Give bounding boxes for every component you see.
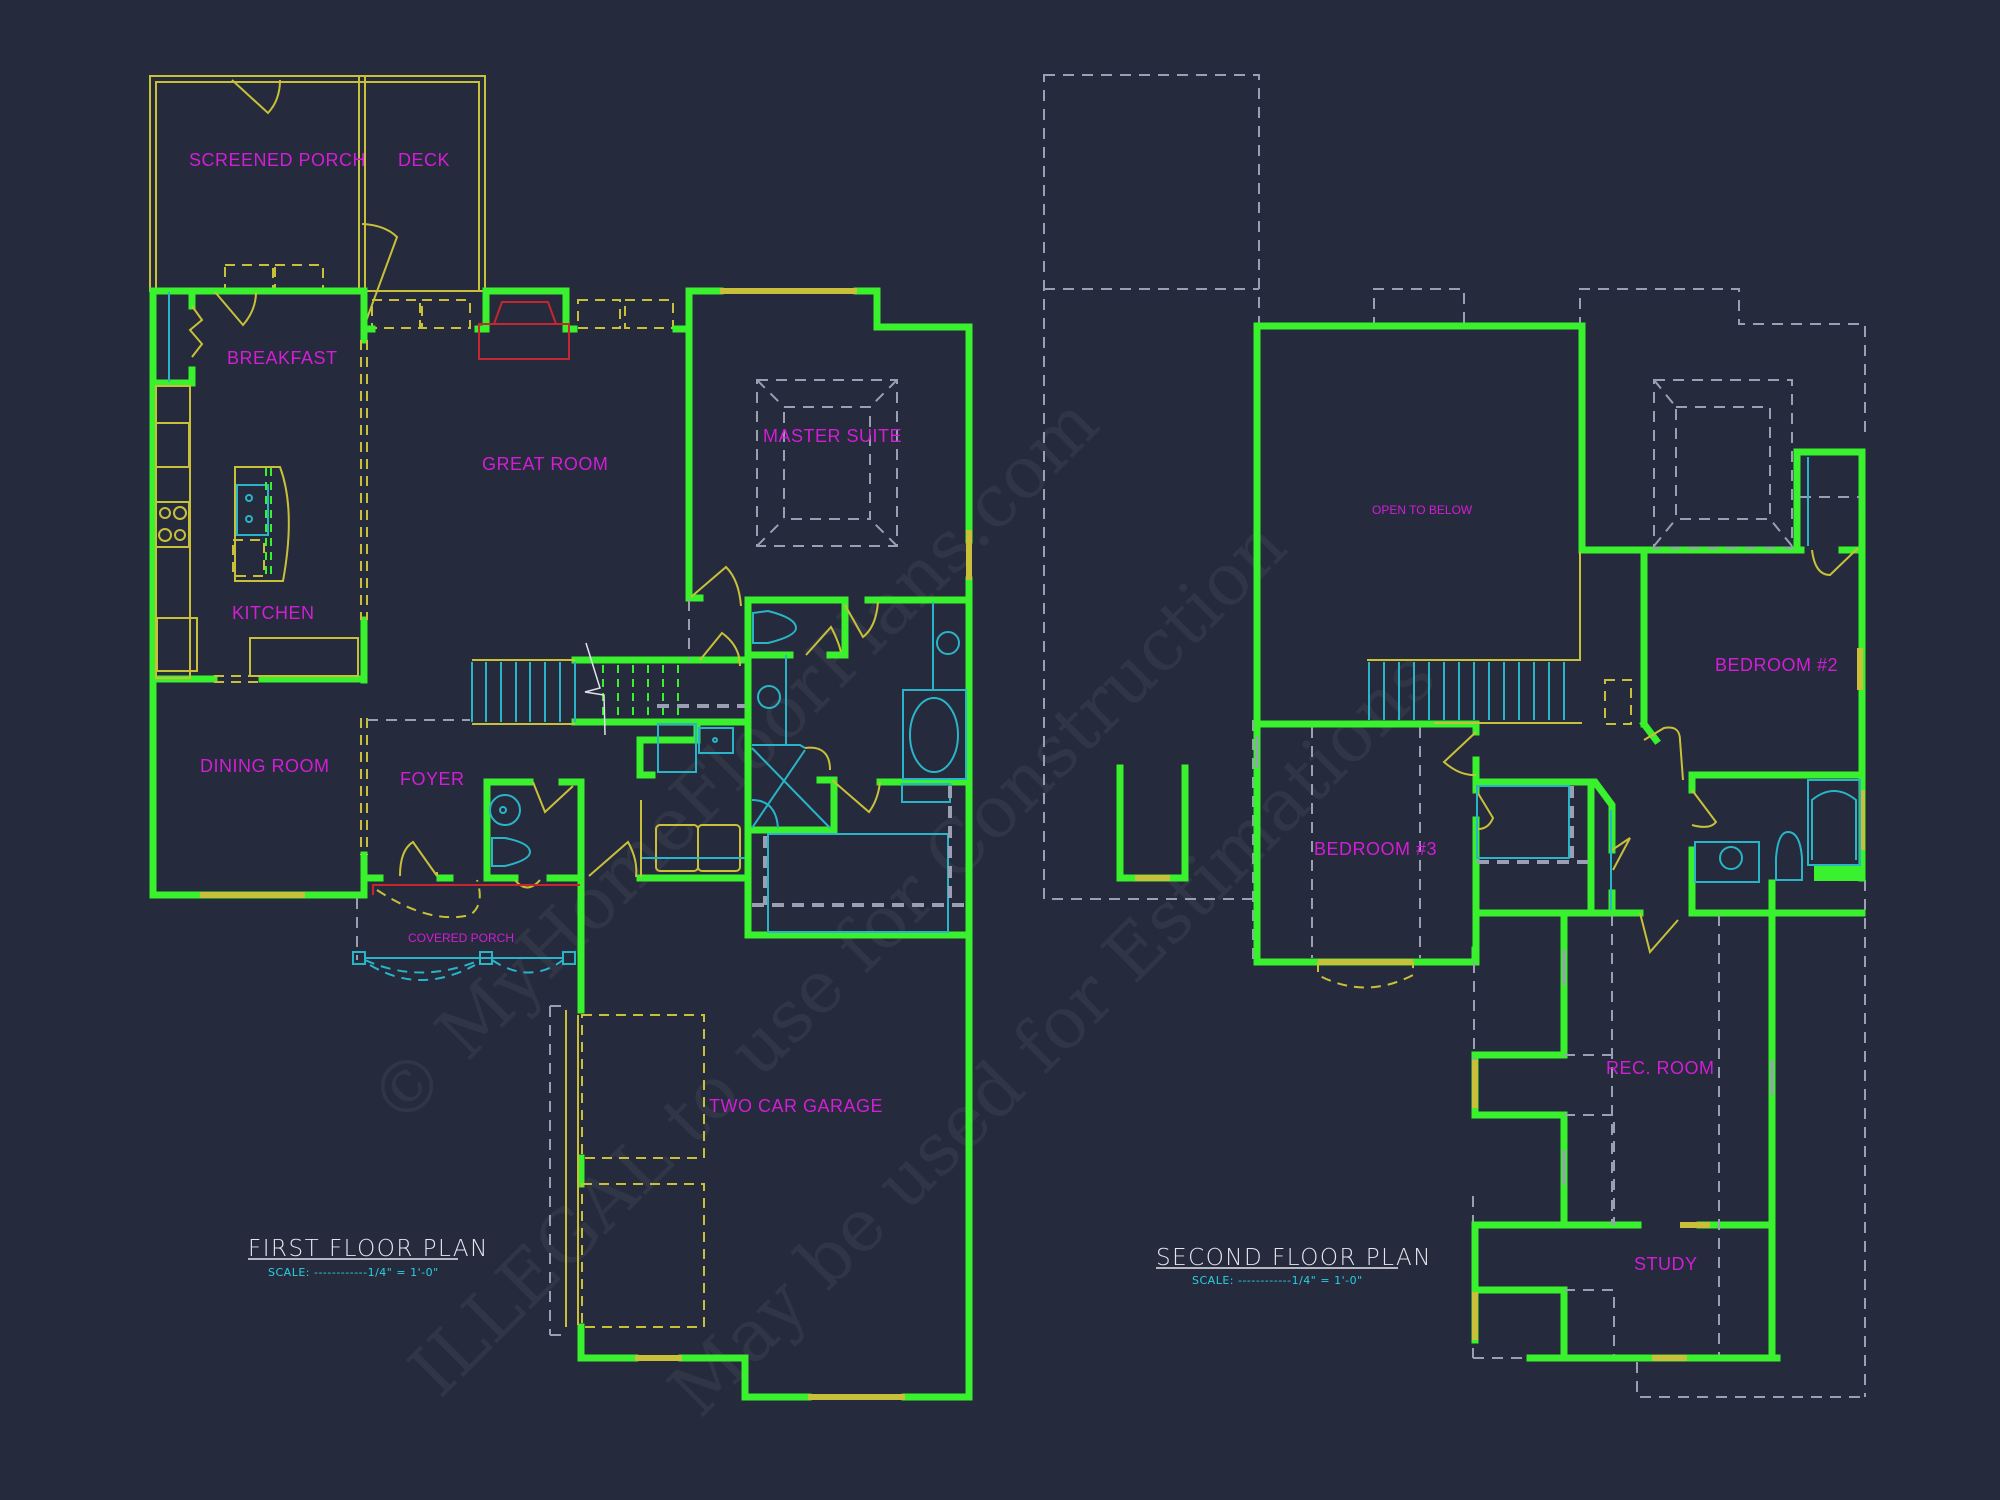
fireplace-icon	[478, 301, 570, 360]
second-floor-windows	[1255, 648, 1865, 1361]
toilet-icon	[491, 837, 532, 867]
kitchen-island	[234, 466, 290, 582]
room-label-deck: DECK	[398, 150, 450, 170]
sink-icon	[1719, 846, 1743, 870]
bedroom-3-dashed	[1311, 727, 1720, 1355]
door-swing-icon	[231, 79, 281, 115]
master-tray-ceiling	[756, 379, 898, 547]
second-floor-plan: OPEN TO BELOW BEDROOM #2 BEDROOM #3 REC.…	[1043, 74, 1866, 1398]
room-label-study: STUDY	[1634, 1254, 1698, 1274]
second-floor-stair	[1367, 552, 1632, 725]
bathtub-icon	[1807, 779, 1861, 866]
room-label-screened-porch: SCREENED PORCH	[189, 150, 366, 170]
first-floor-room-labels: SCREENED PORCH DECK BREAKFAST GREAT ROOM…	[189, 150, 902, 1116]
first-floor-plan: SCREENED PORCH DECK BREAKFAST GREAT ROOM…	[149, 75, 973, 1401]
sink-icon	[236, 484, 269, 536]
room-label-kitchen: KITCHEN	[232, 603, 315, 623]
windows	[200, 288, 972, 1400]
door-swing-icon	[361, 223, 399, 333]
second-floor-bath-fixtures	[1476, 779, 1861, 910]
room-label-rec-room: REC. ROOM	[1606, 1058, 1715, 1078]
room-label-bedroom-2: BEDROOM #2	[1715, 655, 1838, 675]
room-label-breakfast: BREAKFAST	[227, 348, 338, 368]
second-floor-scale: SCALE: ------------1/4" = 1'-0"	[1192, 1274, 1363, 1287]
second-floor-room-labels: OPEN TO BELOW BEDROOM #2 BEDROOM #3 REC.…	[1314, 503, 1838, 1274]
powder-room-fixtures	[489, 781, 638, 878]
master-bath-fixtures	[640, 602, 967, 933]
second-floor-title: SECOND FLOOR PLAN	[1156, 1245, 1432, 1271]
room-label-great-room: GREAT ROOM	[482, 454, 608, 474]
room-label-foyer: FOYER	[400, 769, 465, 789]
first-floor-title-block: FIRST FLOOR PLAN SCALE: ------------1/4"…	[248, 1236, 489, 1279]
bathtub-icon	[909, 697, 959, 773]
roof-outline-dashed	[1043, 74, 1866, 1398]
room-label-master-suite: MASTER SUITE	[763, 426, 902, 446]
toilet-icon	[752, 609, 798, 644]
second-floor-tray-outline	[1653, 379, 1860, 549]
second-floor-walls	[1253, 322, 1866, 1362]
room-label-dining-room: DINING ROOM	[200, 756, 330, 776]
second-floor-bay	[1116, 764, 1189, 882]
first-floor-title: FIRST FLOOR PLAN	[248, 1236, 489, 1262]
laundry-sink-icon	[698, 727, 734, 754]
kitchen-fixtures	[155, 291, 359, 679]
porch-column	[352, 951, 366, 965]
second-floor-title-block: SECOND FLOOR PLAN SCALE: ------------1/4…	[1156, 1245, 1432, 1287]
first-floor-scale: SCALE: ------------1/4" = 1'-0"	[268, 1266, 439, 1279]
opening-lines	[214, 340, 690, 855]
room-label-open-to-below: OPEN TO BELOW	[1372, 503, 1473, 517]
room-label-two-car-garage: TWO CAR GARAGE	[709, 1096, 883, 1116]
sink-icon	[489, 794, 521, 826]
room-label-covered-porch: COVERED PORCH	[408, 931, 514, 945]
master-doors	[690, 565, 881, 814]
sink-icon	[757, 685, 781, 709]
sink-icon	[936, 631, 960, 655]
toilet-icon	[1775, 830, 1803, 881]
front-entry	[352, 840, 580, 981]
garage-doors	[549, 1005, 705, 1336]
room-label-bedroom-3: BEDROOM #3	[1314, 839, 1437, 859]
second-floor-doors	[1442, 547, 1859, 955]
dryer-icon	[697, 824, 741, 872]
first-floor-stair	[471, 642, 745, 736]
